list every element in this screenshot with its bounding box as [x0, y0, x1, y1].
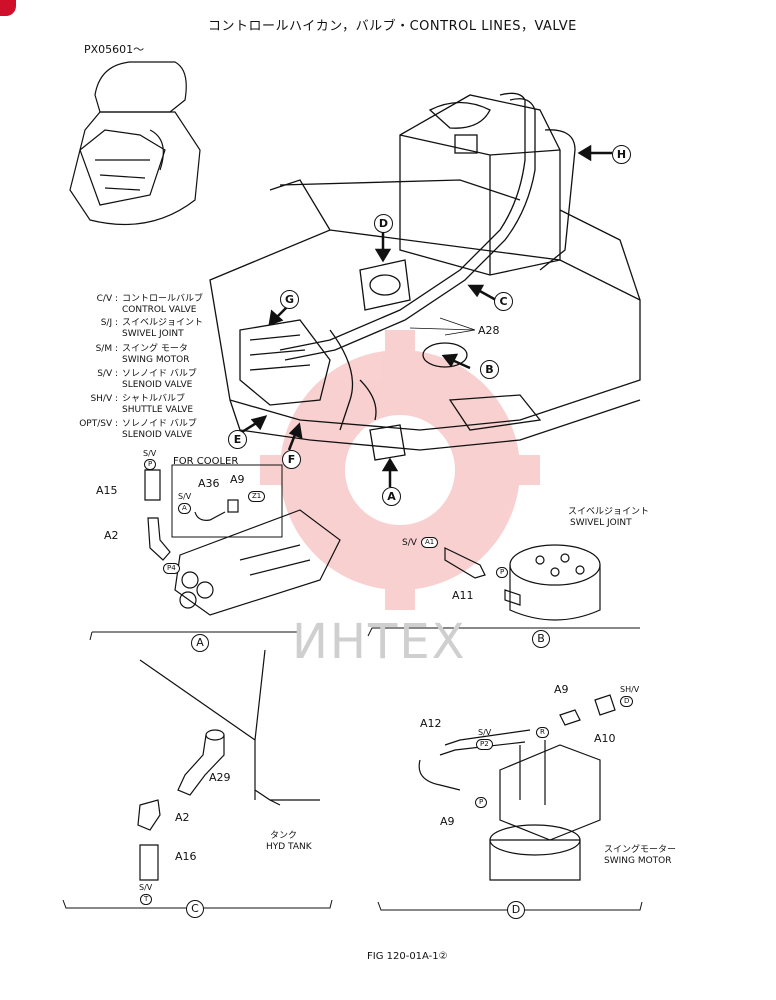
panel-b-sv-label: S/V	[402, 538, 417, 548]
panel-a-port-z1: Z1	[248, 491, 266, 502]
swing-motor-en: SWING MOTOR	[604, 856, 672, 866]
part-a29: A29	[209, 771, 231, 784]
panel-d-sv-label: S/V	[478, 728, 492, 737]
legend-abbr: C/V :	[96, 294, 118, 304]
callout-a: A	[382, 487, 401, 506]
part-a11: A11	[452, 589, 474, 602]
panel-a-drawing	[89, 464, 341, 641]
panel-c-sv-label: S/V	[139, 883, 153, 892]
legend-abbr: S/V :	[97, 369, 118, 379]
figure-number: FIG 120-01A-1②	[367, 951, 448, 962]
callout-f: F	[282, 450, 301, 469]
panel-d-port-r: R	[536, 727, 549, 738]
legend-en: SHUTTLE VALVE	[122, 405, 194, 415]
panel-d-label: D	[507, 901, 525, 919]
legend-en: CONTROL VALVE	[122, 305, 197, 315]
legend-abbr: SH/V :	[90, 394, 118, 404]
page-title: コントロールハイカン，バルブ・CONTROL LINES，VALVE	[208, 19, 577, 34]
watermark-text: ИНТЕХ	[292, 614, 467, 670]
panel-d-drawing	[377, 694, 643, 911]
callout-e: E	[228, 430, 247, 449]
panel-a-port-a: A	[178, 503, 191, 514]
hyd-tank-en: HYD TANK	[266, 842, 312, 852]
a28-leader-lines	[409, 317, 476, 336]
corner-marker	[0, 0, 16, 16]
part-a2: A2	[104, 529, 119, 542]
callout-g: G	[280, 290, 299, 309]
legend-jp: ソレノイド バルブ	[122, 419, 197, 429]
panel-c-port-t: T	[140, 894, 153, 905]
main-machine-drawing	[209, 92, 641, 461]
legend-en: SLENOID VALVE	[122, 430, 193, 440]
legend-jp: コントロールバルブ	[122, 294, 204, 304]
swing-motor-jp: スイングモーター	[604, 845, 677, 855]
callout-b: B	[480, 360, 499, 379]
legend-en: SLENOID VALVE	[122, 380, 193, 390]
panel-b-drawing	[367, 544, 640, 637]
panel-a-sv-small: S/V	[178, 492, 192, 501]
panel-a-label: A	[191, 634, 209, 652]
watermark-gear	[260, 330, 540, 610]
panel-a-sv-label: S/V	[143, 449, 157, 458]
callout-c: C	[494, 292, 513, 311]
serial-number: PX05601～	[84, 43, 145, 56]
part-a9-panel-d-bottom: A9	[440, 815, 455, 828]
legend-abbr: OPT/SV :	[79, 419, 118, 429]
callout-a28: A28	[478, 324, 500, 337]
callout-h: H	[612, 145, 631, 164]
inset-cab-drawing	[69, 61, 201, 226]
legend-en: SWING MOTOR	[122, 355, 190, 365]
panel-c-drawing	[62, 649, 333, 909]
for-cooler-label: FOR COOLER	[173, 456, 239, 467]
part-a2-panel-c: A2	[175, 811, 190, 824]
legend-jp: シャトルバルブ	[122, 394, 186, 404]
legend-jp: スイベルジョイント	[122, 318, 204, 328]
part-a16: A16	[175, 850, 197, 863]
swivel-joint-en: SWIVEL JOINT	[570, 518, 632, 528]
part-a10: A10	[594, 732, 616, 745]
hyd-tank-jp: タンク	[270, 831, 298, 841]
legend-en: SWIVEL JOINT	[122, 329, 184, 339]
legend-jp: ソレノイド バルブ	[122, 369, 197, 379]
legend-abbr: S/M :	[95, 344, 118, 354]
panel-d-port-p2: P2	[476, 739, 493, 750]
panel-d-port-p: P	[475, 797, 488, 808]
callout-arrows	[241, 144, 612, 487]
swivel-joint-jp: スイベルジョイント	[568, 507, 650, 517]
callout-d: D	[374, 214, 393, 233]
panel-d-port-d: D	[620, 696, 634, 707]
panel-b-port-p: P	[496, 567, 509, 578]
panel-a-port-p4: P4	[163, 563, 180, 574]
legend-abbr: S/J :	[100, 318, 118, 328]
panel-b-label: B	[532, 630, 550, 648]
part-a12: A12	[420, 717, 442, 730]
panel-d-shv-label: SH/V	[620, 685, 640, 694]
panel-c-label: C	[186, 900, 204, 918]
part-a9-panel-a: A9	[230, 473, 245, 486]
panel-a-port-p: P	[144, 459, 157, 470]
panel-b-port-a1: A1	[421, 537, 439, 548]
part-a15: A15	[96, 484, 118, 497]
part-a36: A36	[198, 477, 220, 490]
legend-jp: スイング モータ	[122, 344, 188, 354]
part-a9-panel-d-top: A9	[554, 683, 569, 696]
